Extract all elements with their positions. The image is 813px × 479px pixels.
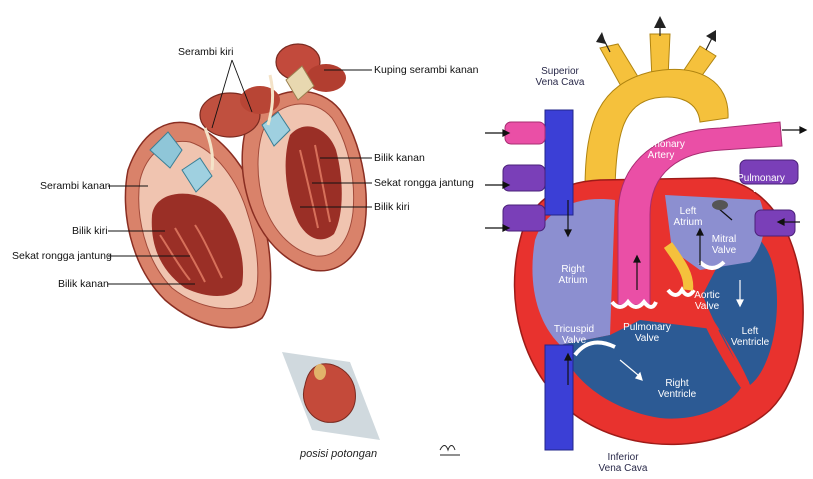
label-sekat-rongga-jantung-right: Sekat rongga jantung: [374, 177, 474, 189]
label-mitral-valve: Mitral Valve: [702, 234, 746, 256]
label-pulmonary-artery: Pulmonary Artery: [626, 139, 696, 161]
position-heart-thumbnail: [282, 352, 380, 440]
label-superior-vena-cava: Superior Vena Cava: [528, 66, 592, 88]
label-left-ventricle: Left Ventricle: [720, 326, 780, 348]
label-kuping-serambi-kanan: Kuping serambi kanan: [374, 64, 478, 76]
label-bilik-kanan-right: Bilik kanan: [374, 152, 425, 164]
superior-vena-cava: [545, 110, 573, 215]
label-right-atrium: Right Atrium: [548, 264, 598, 286]
label-aorta: Aorta: [640, 98, 690, 109]
label-sekat-rongga-jantung-left: Sekat rongga jantung: [12, 250, 112, 262]
label-tricuspid-valve: Tricuspid Valve: [544, 324, 604, 346]
label-serambi-kanan: Serambi kanan: [40, 180, 111, 192]
label-bilik-kanan-left: Bilik kanan: [58, 278, 109, 290]
label-bilik-kiri-right: Bilik kiri: [374, 201, 410, 213]
cross-section-heart: [125, 44, 366, 328]
label-pulmonary-vein: Pulmonary Vein: [728, 173, 794, 195]
caption-posisi-potongan: posisi potongan: [300, 448, 377, 460]
label-inferior-vena-cava: Inferior Vena Cava: [588, 452, 658, 474]
label-left-atrium: Left Atrium: [668, 206, 708, 228]
inferior-vena-cava: [545, 345, 573, 450]
label-pulmonary-valve: Pulmonary Valve: [612, 322, 682, 344]
signature: [440, 446, 460, 456]
label-right-ventricle: Right Ventricle: [646, 378, 708, 400]
label-serambi-kiri: Serambi kiri: [178, 46, 233, 58]
label-bilik-kiri-left: Bilik kiri: [72, 225, 108, 237]
label-aortic-valve: Aortic Valve: [685, 290, 729, 312]
